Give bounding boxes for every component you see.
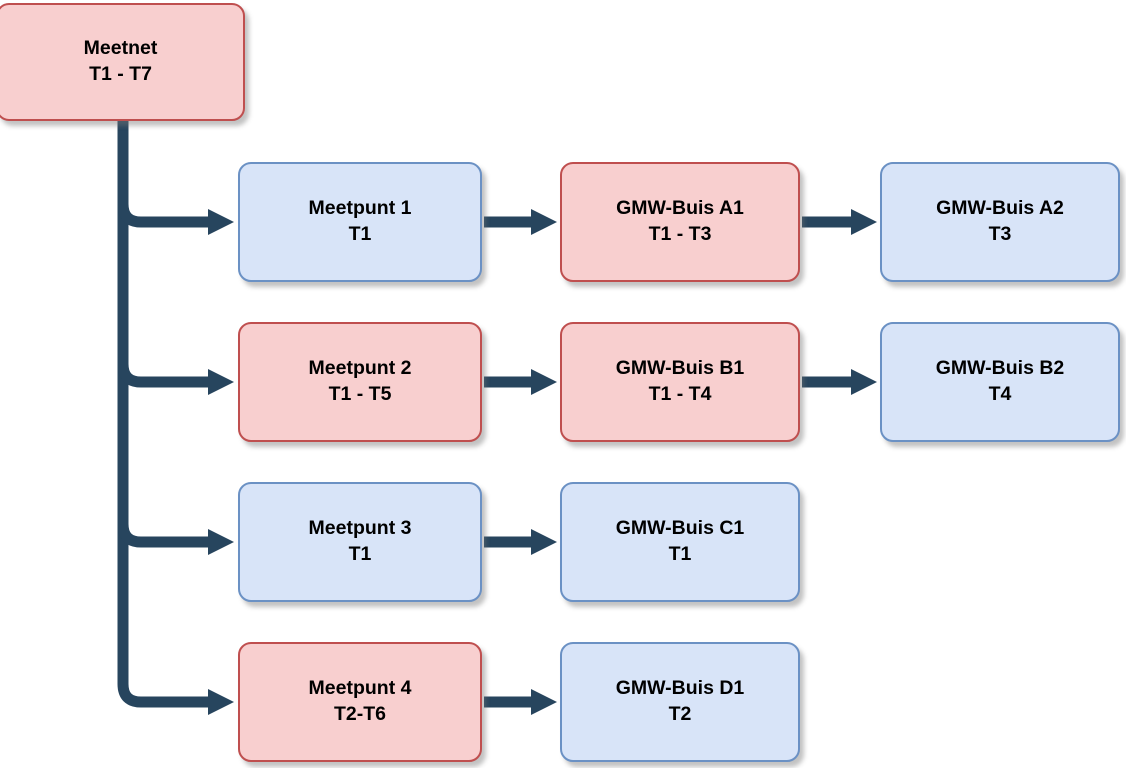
node-meetpunt-3[interactable]: Meetpunt 3 T1	[238, 482, 482, 602]
arrowhead-meetpunt-4-to-gmw-buis-d1	[531, 689, 557, 715]
node-gmw-buis-b1[interactable]: GMW-Buis B1 T1 - T4	[560, 322, 800, 442]
node-gmw-buis-c1[interactable]: GMW-Buis C1 T1	[560, 482, 800, 602]
node-meetpunt-1-sub: T1	[348, 223, 372, 245]
node-gmw-buis-b1-sub: T1 - T4	[648, 383, 712, 405]
arrowhead-meetnet-to-meetpunt-1	[208, 209, 234, 235]
arrowhead-meetnet-to-meetpunt-2	[208, 369, 234, 395]
arrowhead-meetnet-to-meetpunt-3	[208, 529, 234, 555]
node-gmw-buis-d1-sub: T2	[668, 703, 692, 725]
node-gmw-buis-a2-title: GMW-Buis A2	[936, 197, 1064, 220]
node-gmw-buis-b1-title: GMW-Buis B1	[615, 357, 745, 380]
node-gmw-buis-a1-title: GMW-Buis A1	[616, 197, 744, 220]
arrowhead-meetpunt-2-to-gmw-buis-b1	[531, 369, 557, 395]
node-meetnet[interactable]: Meetnet T1 - T7	[0, 3, 245, 121]
node-gmw-buis-a1[interactable]: GMW-Buis A1 T1 - T3	[560, 162, 800, 282]
node-gmw-buis-b2-title: GMW-Buis B2	[935, 357, 1065, 380]
node-gmw-buis-a2[interactable]: GMW-Buis A2 T3	[880, 162, 1120, 282]
node-meetpunt-3-sub: T1	[348, 543, 372, 565]
connector-meetnet-to-meetpunt-2	[117, 363, 210, 388]
node-meetpunt-3-title: Meetpunt 3	[308, 517, 412, 540]
node-meetpunt-1[interactable]: Meetpunt 1 T1	[238, 162, 482, 282]
node-meetpunt-2-title: Meetpunt 2	[308, 357, 412, 380]
node-meetpunt-1-title: Meetpunt 1	[308, 197, 412, 220]
connector-meetnet-to-meetpunt-1	[117, 203, 210, 228]
node-gmw-buis-a2-sub: T3	[988, 223, 1012, 245]
node-gmw-buis-d1[interactable]: GMW-Buis D1 T2	[560, 642, 800, 762]
arrowhead-meetpunt-3-to-gmw-buis-c1	[531, 529, 557, 555]
node-meetnet-title: Meetnet	[83, 37, 158, 60]
node-gmw-buis-b2-sub: T4	[988, 383, 1012, 405]
arrowhead-meetnet-to-meetpunt-4	[208, 689, 234, 715]
connector-meetnet-to-meetpunt-3	[117, 523, 210, 548]
node-gmw-buis-c1-sub: T1	[668, 543, 692, 565]
node-gmw-buis-a1-sub: T1 - T3	[648, 223, 712, 245]
node-meetpunt-2-sub: T1 - T5	[328, 383, 392, 405]
node-gmw-buis-c1-title: GMW-Buis C1	[615, 517, 745, 540]
node-meetpunt-4-title: Meetpunt 4	[308, 677, 412, 700]
arrowhead-gmw-buis-b1-to-gmw-buis-b2	[851, 369, 877, 395]
arrowhead-gmw-buis-a1-to-gmw-buis-a2	[851, 209, 877, 235]
node-meetpunt-4-sub: T2-T6	[333, 703, 386, 725]
arrowhead-meetpunt-1-to-gmw-buis-a1	[531, 209, 557, 235]
node-meetpunt-4[interactable]: Meetpunt 4 T2-T6	[238, 642, 482, 762]
node-gmw-buis-d1-title: GMW-Buis D1	[615, 677, 745, 700]
node-meetnet-sub: T1 - T7	[89, 63, 152, 85]
node-meetpunt-2[interactable]: Meetpunt 2 T1 - T5	[238, 322, 482, 442]
node-gmw-buis-b2[interactable]: GMW-Buis B2 T4	[880, 322, 1120, 442]
connector-trunk	[117, 118, 142, 708]
